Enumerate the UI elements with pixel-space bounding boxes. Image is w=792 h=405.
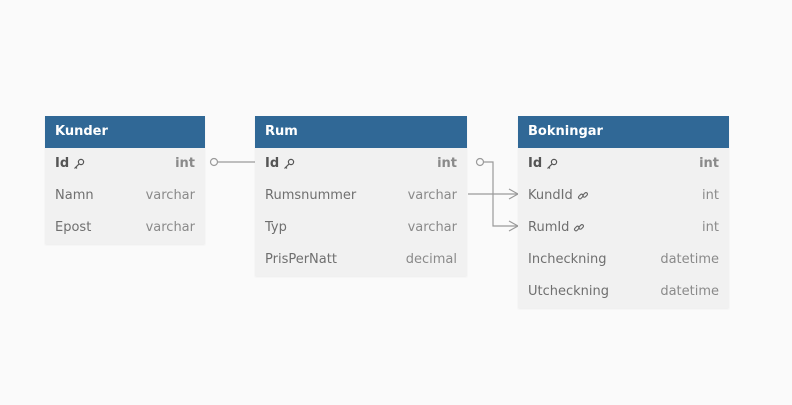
column-type: datetime bbox=[660, 284, 719, 299]
column-name: Rumsnummer bbox=[265, 188, 357, 203]
column-row-rum-prispernatt[interactable]: PrisPerNatt decimal bbox=[255, 244, 467, 276]
key-icon bbox=[283, 158, 295, 170]
column-type: varchar bbox=[407, 188, 457, 203]
relationship-line-rum-bokningar bbox=[484, 161, 518, 227]
column-type: int bbox=[699, 156, 719, 171]
relationship-one-marker bbox=[209, 157, 219, 167]
column-type: datetime bbox=[660, 252, 719, 267]
column-name: Namn bbox=[55, 188, 94, 203]
column-row-bokningar-id[interactable]: Id int bbox=[518, 148, 729, 180]
column-row-bokningar-kundid[interactable]: KundId int bbox=[518, 180, 729, 212]
column-name: RumId bbox=[528, 220, 570, 235]
key-icon bbox=[73, 158, 85, 170]
relationship-one-marker bbox=[475, 157, 485, 167]
column-row-kunder-id[interactable]: Id int bbox=[45, 148, 205, 180]
table-rum[interactable]: Rum Id int Rumsnummer varchar Typ varcha… bbox=[255, 116, 467, 276]
table-rum-header[interactable]: Rum bbox=[255, 116, 467, 148]
column-name: Id bbox=[55, 156, 70, 171]
column-type: varchar bbox=[145, 188, 195, 203]
column-row-kunder-namn[interactable]: Namn varchar bbox=[45, 180, 205, 212]
relationship-many-marker bbox=[508, 188, 519, 200]
column-name: Utcheckning bbox=[528, 284, 610, 299]
column-name: Typ bbox=[265, 220, 287, 235]
column-type: int bbox=[702, 188, 719, 203]
table-kunder-header[interactable]: Kunder bbox=[45, 116, 205, 148]
column-row-bokningar-rumid[interactable]: RumId int bbox=[518, 212, 729, 244]
link-icon bbox=[577, 190, 589, 202]
table-kunder[interactable]: Kunder Id int Namn varchar Epost varchar bbox=[45, 116, 205, 244]
column-type: decimal bbox=[405, 252, 457, 267]
column-row-bokningar-utcheckning[interactable]: Utcheckning datetime bbox=[518, 276, 729, 308]
column-name: KundId bbox=[528, 188, 573, 203]
column-type: int bbox=[437, 156, 457, 171]
column-type: varchar bbox=[407, 220, 457, 235]
column-name: Id bbox=[528, 156, 543, 171]
column-row-kunder-epost[interactable]: Epost varchar bbox=[45, 212, 205, 244]
column-type: varchar bbox=[145, 220, 195, 235]
link-icon bbox=[573, 222, 585, 234]
column-name: Incheckning bbox=[528, 252, 607, 267]
column-row-rum-id[interactable]: Id int bbox=[255, 148, 467, 180]
column-name: Id bbox=[265, 156, 280, 171]
table-bokningar[interactable]: Bokningar Id int KundId int RumId bbox=[518, 116, 729, 308]
relationship-many-marker bbox=[508, 220, 519, 232]
column-type: int bbox=[175, 156, 195, 171]
column-name: PrisPerNatt bbox=[265, 252, 337, 267]
column-row-bokningar-incheckning[interactable]: Incheckning datetime bbox=[518, 244, 729, 276]
column-row-rum-rumsnummer[interactable]: Rumsnummer varchar bbox=[255, 180, 467, 212]
key-icon bbox=[546, 158, 558, 170]
column-row-rum-typ[interactable]: Typ varchar bbox=[255, 212, 467, 244]
column-name: Epost bbox=[55, 220, 92, 235]
table-bokningar-header[interactable]: Bokningar bbox=[518, 116, 729, 148]
column-type: int bbox=[702, 220, 719, 235]
